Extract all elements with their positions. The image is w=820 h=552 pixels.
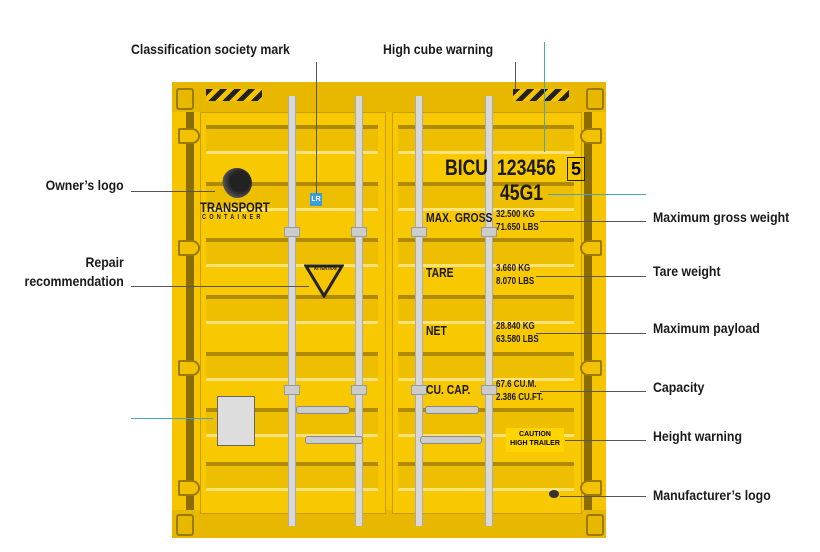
attention-text: ATTENTION (314, 266, 337, 272)
hinge (580, 128, 602, 144)
max-gross-lbs: 71.650 LBS (496, 222, 539, 233)
bar-bracket (481, 227, 497, 237)
capacity-label: CU. CAP. (426, 382, 471, 397)
label-manufacturers-logo: Manufacturer’s logo (653, 487, 771, 503)
tare-kg: 3.660 KG (496, 263, 531, 274)
bar-bracket (284, 385, 300, 395)
hinge (178, 128, 200, 144)
hazard-stripe (206, 89, 262, 101)
serial-number: 123456 (497, 155, 556, 180)
corner-casting (586, 514, 604, 536)
manufacturer-logo-icon (549, 490, 559, 498)
leader-line (540, 221, 646, 222)
classification-mark-icon: LR (310, 193, 322, 206)
max-gross-label: MAX. GROSS (426, 210, 493, 225)
attention-triangle-icon (304, 264, 344, 298)
label-owners-logo: Owner’s logo (45, 177, 124, 193)
caution-text: CAUTION (519, 431, 551, 438)
label-max-gross: Maximum gross weight (653, 209, 790, 225)
label-high-cube: High cube warning (383, 41, 494, 57)
leader-line (536, 276, 646, 277)
tare-label: TARE (426, 265, 454, 280)
locking-bar[interactable] (288, 96, 296, 526)
door-frame-right (584, 112, 592, 510)
check-digit: 5 (567, 157, 585, 181)
logo-container: CONTAINER (202, 214, 264, 221)
hinge (178, 360, 200, 376)
bar-bracket (351, 227, 367, 237)
hinge (580, 240, 602, 256)
capacity-cum: 67.6 CU.M. (496, 379, 537, 390)
leader-line (548, 194, 646, 195)
door-handle[interactable] (305, 436, 363, 444)
caution-sticker: CAUTION HIGH TRAILER (506, 428, 564, 452)
door-handle[interactable] (420, 436, 482, 444)
label-height-warning: Height warning (653, 428, 742, 444)
locking-bar[interactable] (355, 96, 363, 526)
owner-code: BICU (445, 155, 489, 180)
corner-casting (586, 88, 604, 110)
label-capacity: Capacity (653, 379, 705, 395)
high-trailer-text: HIGH TRAILER (510, 440, 560, 447)
door-frame-left (186, 112, 194, 510)
leader-line (131, 191, 215, 192)
door-handle[interactable] (296, 406, 350, 414)
hinge (178, 240, 200, 256)
label-repair: Repair recommendation (24, 254, 124, 289)
bar-bracket (351, 385, 367, 395)
bar-bracket (411, 385, 427, 395)
leader-line (131, 418, 213, 419)
leader-line (540, 391, 646, 392)
globe-icon (222, 168, 252, 198)
label-max-payload: Maximum payload (653, 320, 760, 336)
label-classification: Classification society mark (131, 41, 290, 57)
leader-line (560, 496, 646, 497)
capacity-cuft: 2.386 CU.FT. (496, 392, 544, 403)
hazard-stripe (513, 89, 569, 101)
label-tare: Tare weight (653, 263, 721, 279)
size-type-code: 45G1 (500, 180, 544, 205)
csc-plate (217, 396, 255, 446)
max-gross-kg: 32.500 KG (496, 209, 535, 220)
leader-line (565, 440, 646, 441)
leader-line (544, 42, 545, 152)
hinge (178, 480, 200, 496)
tare-lbs: 8.070 LBS (496, 276, 535, 287)
net-label: NET (426, 323, 447, 338)
locking-bar[interactable] (415, 96, 423, 526)
net-lbs: 63.580 LBS (496, 334, 539, 345)
net-kg: 28.840 KG (496, 321, 535, 332)
bar-bracket (481, 385, 497, 395)
hinge (580, 360, 602, 376)
leader-line (515, 62, 516, 90)
leader-line (131, 286, 309, 287)
bar-bracket (284, 227, 300, 237)
leader-line (316, 62, 317, 194)
logo-transport: TRANSPORT (200, 199, 270, 215)
corner-casting (176, 514, 194, 536)
bottom-rail (172, 510, 606, 538)
hinge (580, 480, 602, 496)
locking-bar[interactable] (485, 96, 493, 526)
leader-line (536, 333, 646, 334)
bar-bracket (411, 227, 427, 237)
corner-casting (176, 88, 194, 110)
door-handle[interactable] (425, 406, 479, 414)
